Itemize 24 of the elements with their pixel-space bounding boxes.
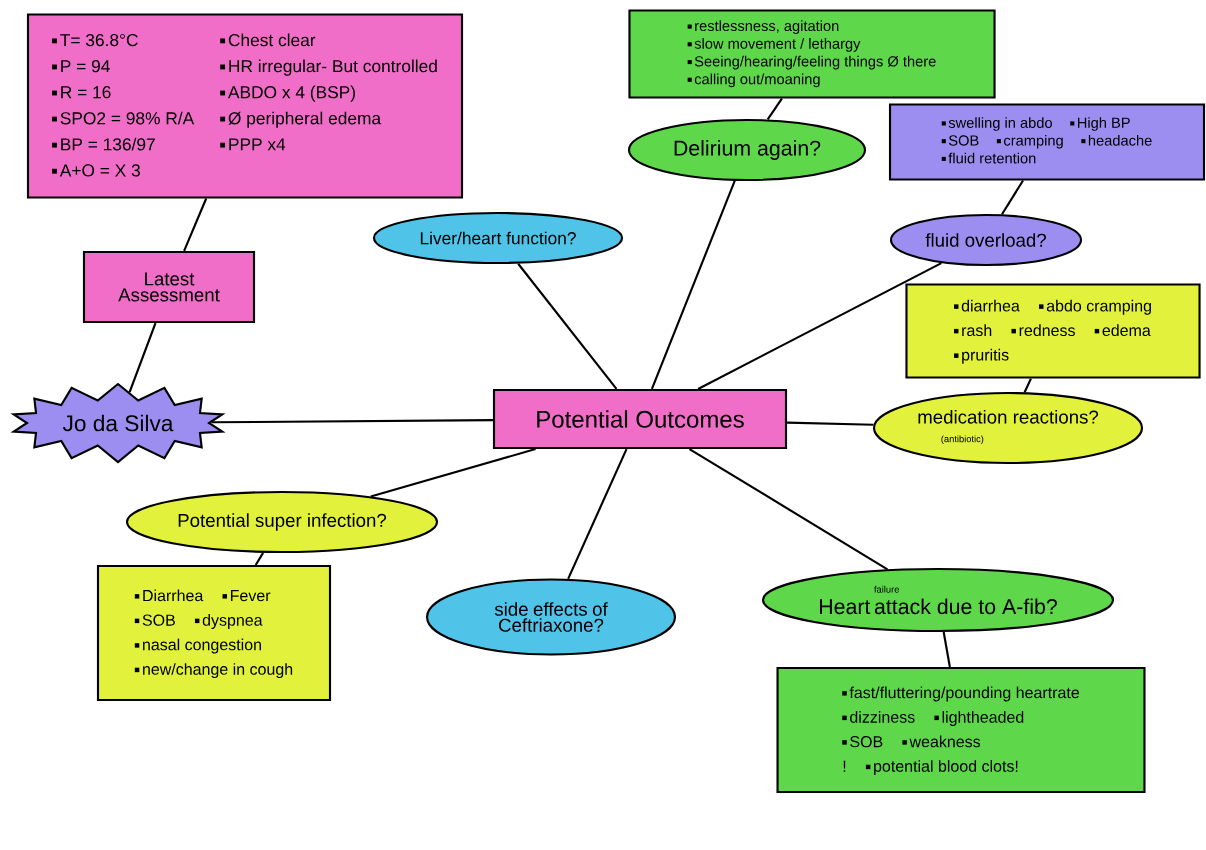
connector-line <box>183 198 208 252</box>
notes-box: T= 36.8°C P = 94 R = 16 SPO2 = 98% R/A BP = 136/97 A+O = X 3 Chest clear HR irregular- But controlled ABDO x 4 (BSP) Ø peripheral edema PPP x4 <box>26 13 464 199</box>
notes-box: swelling in abdo High BP SOB cramping headache fluid retention <box>888 103 1206 181</box>
notes-box: fast/fluttering/pounding heartrate dizziness lightheaded SOB weakness ! potential blood clots! <box>776 666 1146 794</box>
notes-box: Diarrhea Fever SOB dyspnea nasal congestion new/change in cough <box>96 564 332 702</box>
starburst-node: Jo da Silva <box>10 382 226 464</box>
connector-line <box>517 263 618 390</box>
connector-line <box>942 631 951 668</box>
connector-line <box>212 419 493 424</box>
connector-line <box>1001 179 1024 215</box>
connector-line <box>697 262 942 390</box>
connector-line <box>567 448 628 580</box>
connector-line <box>688 448 888 571</box>
process-box: Latest Assessment <box>82 250 256 324</box>
notes-box: restlessness, agitation slow movement / lethargy Seeing/hearing/feeling things Ø there calling out/moaning <box>628 9 996 99</box>
connector-line <box>254 552 264 566</box>
notes-box: diarrhea abdo cramping rash redness edema pruritis <box>905 283 1201 379</box>
connector-line <box>650 180 736 390</box>
connector-line <box>370 448 536 498</box>
connector-line <box>787 421 874 426</box>
central-box: Potential Outcomes <box>492 388 788 450</box>
connector-line <box>1023 378 1032 393</box>
connector-line <box>766 97 783 120</box>
connector-line <box>128 322 157 393</box>
